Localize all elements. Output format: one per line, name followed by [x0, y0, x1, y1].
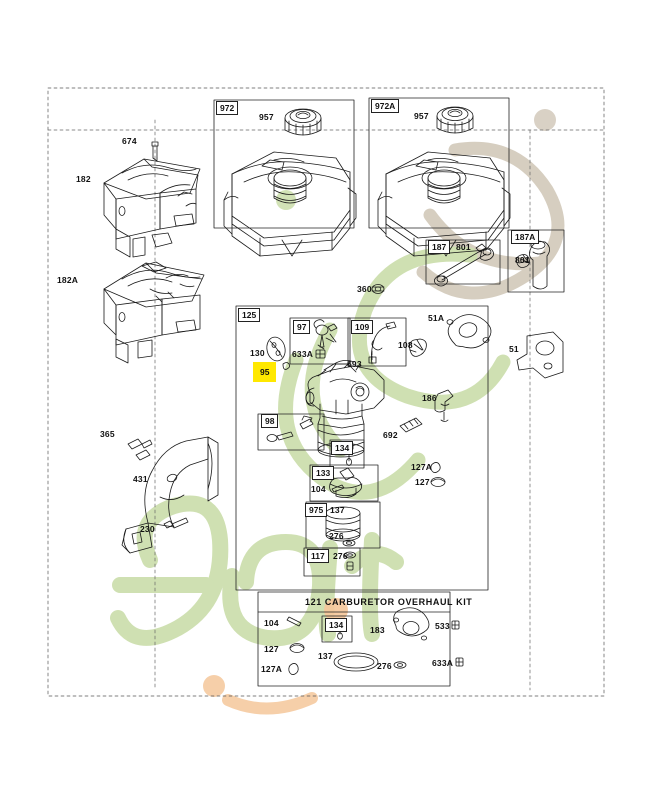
callout-801-right: 801	[515, 255, 530, 265]
callout-365: 365	[100, 429, 115, 439]
callout-97: 97	[293, 320, 311, 334]
callout-108: 108	[398, 340, 413, 350]
callout-134-carb: 134	[331, 441, 354, 455]
callout-230: 230	[140, 524, 155, 534]
callout-957-left: 957	[259, 112, 274, 122]
callout-972A: 972A	[371, 99, 400, 113]
callout-693: 693	[347, 359, 362, 369]
kit-callout-183: 183	[370, 625, 385, 635]
callout-633A-carb: 633A	[292, 349, 314, 359]
kit-callout-137: 137	[318, 651, 333, 661]
kit-callout-127A: 127A	[261, 664, 283, 674]
callout-276-117: 276	[333, 551, 348, 561]
callout-98: 98	[261, 414, 279, 428]
callout-801-left: 801	[456, 242, 471, 252]
callout-127A-carb: 127A	[411, 462, 433, 472]
callout-182: 182	[76, 174, 91, 184]
callout-95-highlighted: 95	[256, 365, 274, 379]
callout-431: 431	[133, 474, 148, 484]
callout-137-carb: 137	[330, 505, 345, 515]
callout-182A: 182A	[57, 275, 79, 285]
kit-callout-104: 104	[264, 618, 279, 628]
callout-975: 975	[305, 503, 328, 517]
callout-957-right: 957	[414, 111, 429, 121]
kit-callout-633A: 633A	[432, 658, 454, 668]
callout-125: 125	[238, 308, 261, 322]
kit-callout-533: 533	[435, 621, 450, 631]
kit-callout-134: 134	[325, 618, 348, 632]
callout-51: 51	[509, 344, 519, 354]
callout-692: 692	[383, 430, 398, 440]
callout-360: 360	[357, 284, 372, 294]
kit-callout-276: 276	[377, 661, 392, 671]
callout-133: 133	[312, 466, 335, 480]
callout-972: 972	[216, 101, 239, 115]
callout-186: 186	[422, 393, 437, 403]
callout-187A: 187A	[511, 230, 540, 244]
callout-276-carb: 276	[329, 531, 344, 541]
callout-130: 130	[250, 348, 265, 358]
callout-109: 109	[351, 320, 374, 334]
overhaul-kit-title: 121 CARBURETOR OVERHAUL KIT	[305, 597, 473, 607]
kit-callout-127: 127	[264, 644, 279, 654]
callout-104-carb: 104	[311, 484, 326, 494]
callout-117: 117	[307, 549, 329, 563]
callout-187: 187	[428, 240, 451, 254]
callout-674: 674	[122, 136, 137, 146]
callout-51A: 51A	[428, 313, 445, 323]
callout-127-carb: 127	[415, 477, 430, 487]
